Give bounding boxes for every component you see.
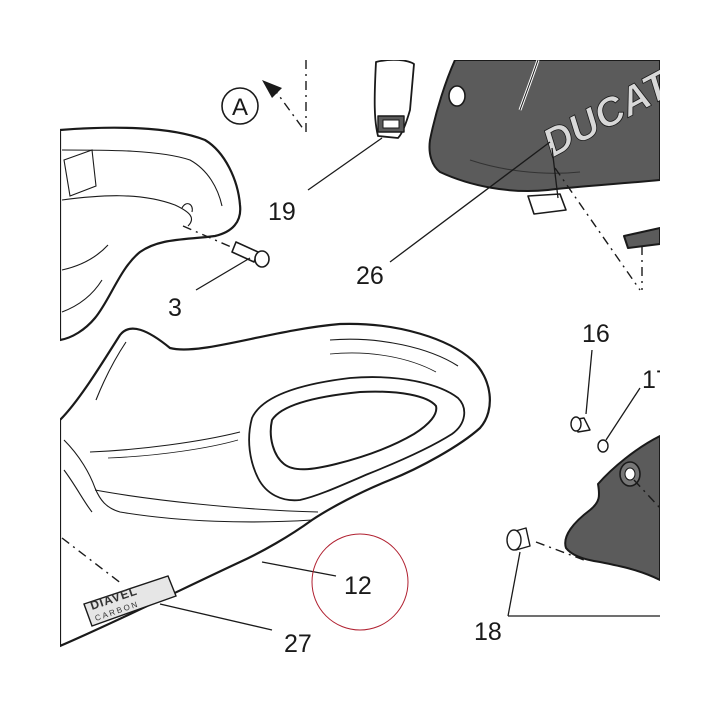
bushing-18	[506, 527, 531, 551]
seat-frame-part	[60, 126, 242, 342]
side-panel-part-12: DIAVEL CARBON	[60, 322, 491, 648]
callout-26: 26	[356, 262, 384, 290]
callout-12: 12	[344, 572, 372, 600]
highlight-circle	[311, 533, 409, 631]
leader-lines	[159, 137, 660, 631]
callout-16: 16	[582, 320, 610, 348]
tank-cover-part: DUCATI	[428, 60, 660, 215]
callout-19: 19	[268, 198, 296, 226]
washer-17	[597, 439, 609, 453]
callout-27: 27	[284, 630, 312, 658]
bolt-3	[182, 225, 270, 268]
callout-3: 3	[168, 294, 182, 322]
view-a-indicator: A	[221, 60, 307, 132]
callout-17: 17	[642, 366, 670, 394]
screw-16	[570, 416, 591, 433]
bracket-part	[535, 435, 660, 581]
view-a-letter: A	[232, 94, 248, 121]
strap-19	[373, 60, 415, 139]
clip-tab	[623, 227, 660, 249]
callout-labels: 3 12 16 17 18 19 26 27	[168, 198, 670, 658]
callout-18: 18	[474, 618, 502, 646]
